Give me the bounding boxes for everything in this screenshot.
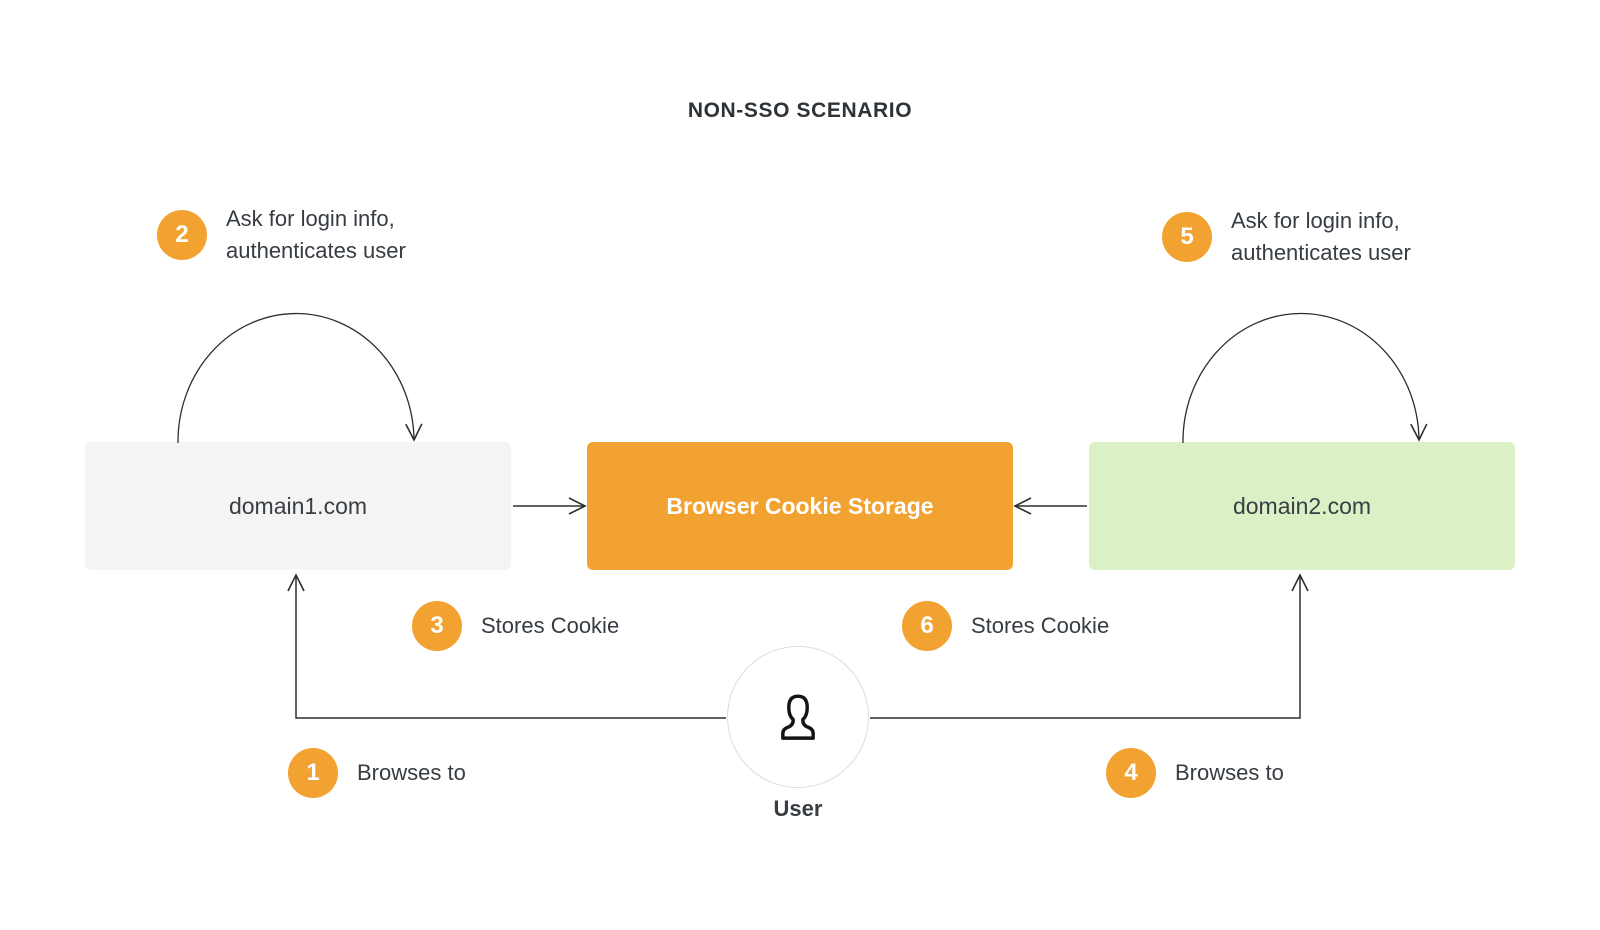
step-1: 1 Browses to (288, 748, 466, 798)
step-3-label: Stores Cookie (481, 613, 620, 638)
step-1-label: Browses to (357, 760, 466, 785)
step-6: 6 Stores Cookie (902, 601, 1109, 651)
step-4: 4 Browses to (1106, 748, 1284, 798)
step-6-number-badge: 6 (902, 601, 952, 651)
node-domain1-label: domain1.com (228, 492, 368, 519)
step-5: 5 Ask for login info, authenticates user (1162, 205, 1411, 269)
loop-arrow-domain2 (1182, 312, 1428, 444)
step-4-number-badge: 4 (1106, 748, 1156, 798)
node-cookie-storage-label: Browser Cookie Storage (666, 492, 934, 519)
node-cookie-storage: Browser Cookie Storage (587, 442, 1013, 570)
step-2-label-line-2: authenticates user (226, 238, 406, 263)
step-2-label: Ask for login info, authenticates user (226, 203, 406, 267)
step-5-label-line-2: authenticates user (1231, 240, 1411, 265)
step-3: 3 Stores Cookie (412, 601, 619, 651)
person-icon (781, 694, 815, 740)
step-2-number-badge: 2 (157, 210, 207, 260)
step-2-label-line-1: Ask for login info, (226, 206, 395, 231)
node-domain1: domain1.com (85, 442, 511, 570)
step-5-number-badge: 5 (1162, 212, 1212, 262)
step-4-label: Browses to (1175, 760, 1284, 785)
node-user-label: User (773, 796, 823, 821)
node-domain2: domain2.com (1089, 442, 1515, 570)
step-6-label: Stores Cookie (971, 613, 1110, 638)
step-5-label: Ask for login info, authenticates user (1231, 205, 1411, 269)
step-1-number-badge: 1 (288, 748, 338, 798)
loop-arrow-domain1 (177, 312, 423, 444)
step-2: 2 Ask for login info, authenticates user (157, 203, 406, 267)
node-domain2-label: domain2.com (1232, 492, 1372, 519)
step-3-number-badge: 3 (412, 601, 462, 651)
node-user (727, 646, 869, 788)
step-5-label-line-1: Ask for login info, (1231, 208, 1400, 233)
diagram-title: NON-SSO SCENARIO (687, 99, 913, 122)
